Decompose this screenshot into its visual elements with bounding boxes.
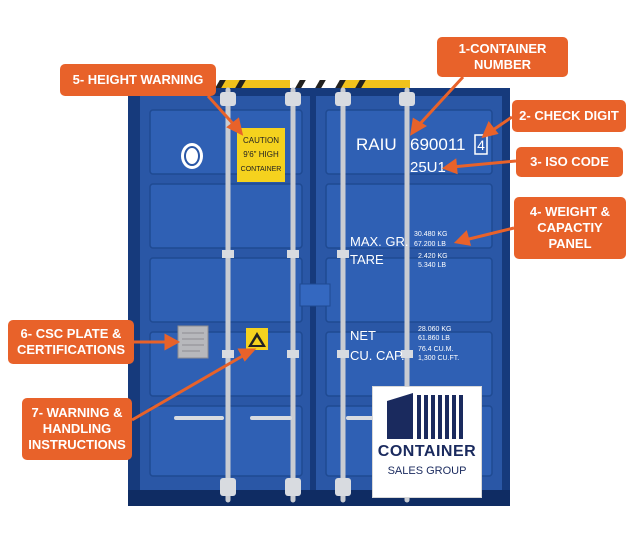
arrow-warning-sign — [131, 352, 247, 422]
csc-plate-lines — [182, 332, 204, 352]
owner-code: RAIU — [356, 135, 397, 154]
max-gr-kg: 30.480 KG — [414, 231, 447, 238]
callout-height-warning: 5- HEIGHT WARNING — [60, 64, 216, 96]
callout-iso-code: 3- ISO CODE — [516, 147, 623, 177]
arrow-weight-panel — [464, 226, 515, 242]
net-label: NET — [350, 328, 376, 343]
container-sales-group-logo: CONTAINER SALES GROUP — [372, 386, 482, 498]
tare-kg: 2.420 KG — [418, 253, 448, 260]
caution-line3: CONTAINER — [241, 166, 282, 173]
callout-weight-panel: 4- WEIGHT & CAPACTIY PANEL — [514, 197, 626, 259]
csc-plate — [177, 325, 209, 359]
check-digit-box — [474, 134, 488, 155]
net-lb: 61.860 LB — [418, 335, 450, 342]
callout-check-digit: 2- CHECK DIGIT — [512, 100, 626, 132]
cu-cap-ft: 1,300 CU.FT. — [418, 355, 459, 362]
logo-subtitle: SALES GROUP — [387, 465, 467, 477]
arrow-container-number — [416, 75, 465, 128]
max-gr-label: MAX. GR. — [350, 234, 409, 249]
center-lock-plate — [299, 283, 331, 307]
left-door-corrugations — [149, 109, 303, 477]
arrow-iso-code — [451, 159, 517, 169]
callout-container-number: 1-CONTAINER NUMBER — [437, 37, 568, 77]
logo-container-icon — [387, 393, 467, 439]
net-kg: 28.060 KG — [418, 326, 451, 333]
tare-lb: 5.340 LB — [418, 262, 446, 269]
callout-arrows — [131, 75, 517, 422]
cu-cap-m: 76.4 CU.M. — [418, 346, 453, 353]
iso-code: 25U1 — [410, 159, 446, 176]
cu-cap-label: CU. CAP. — [350, 348, 405, 363]
logo-name: CONTAINER — [377, 443, 477, 460]
serial-number: 690011 — [410, 135, 465, 154]
callout-csc-plate: 6- CSC PLATE & CERTIFICATIONS — [8, 320, 134, 364]
caution-line1: CAUTION — [243, 136, 279, 145]
callout-warning-instructions: 7- WARNING & HANDLING INSTRUCTIONS — [22, 398, 132, 460]
iso-badge — [181, 143, 203, 169]
bar-brackets — [220, 92, 415, 496]
check-digit: 4 — [477, 137, 485, 153]
max-gr-lb: 67.200 LB — [414, 241, 446, 248]
arrow-height-warning — [206, 94, 238, 129]
height-caution-label — [237, 128, 285, 182]
locking-bars — [225, 87, 410, 503]
tare-label: TARE — [350, 252, 384, 267]
caution-line2: 9'6" HIGH — [243, 150, 279, 159]
